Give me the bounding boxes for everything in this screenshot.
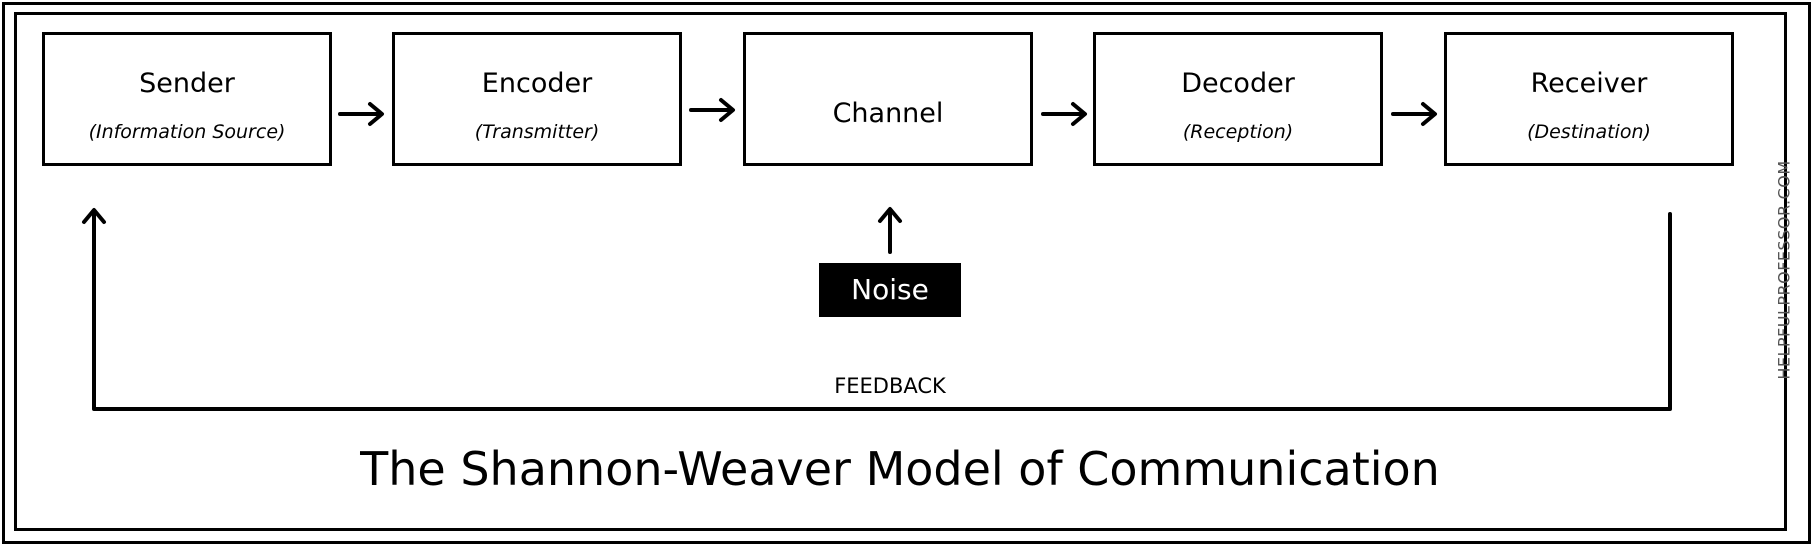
sender-subtitle: (Information Source) [88,121,286,143]
channel-box: Channel [743,32,1033,166]
feedback-label: FEEDBACK [834,374,946,398]
sender-box: Sender (Information Source) [42,32,332,166]
receiver-title: Receiver [1530,68,1648,99]
feedback-loop-arrow [82,208,1672,411]
receiver-subtitle: (Destination) [1527,121,1651,143]
encoder-box: Encoder (Transmitter) [392,32,682,166]
arrow-noise-channel [878,207,902,254]
diagram-caption: The Shannon-Weaver Model of Communicatio… [360,442,1440,496]
sender-title: Sender [139,68,235,99]
inner-border [14,12,1787,531]
arrow-sender-encoder [338,102,384,126]
receiver-box: Receiver (Destination) [1444,32,1734,166]
encoder-subtitle: (Transmitter) [474,121,600,143]
arrow-channel-decoder [1041,102,1087,126]
decoder-title: Decoder [1181,68,1295,99]
decoder-subtitle: (Reception) [1182,121,1294,143]
arrow-encoder-channel [689,98,735,122]
encoder-title: Encoder [481,68,593,99]
noise-box: Noise [819,263,961,317]
watermark: HELPFULPROFESSOR.COM [1774,160,1794,380]
arrow-decoder-receiver [1391,102,1437,126]
channel-title: Channel [832,98,944,129]
decoder-box: Decoder (Reception) [1093,32,1383,166]
